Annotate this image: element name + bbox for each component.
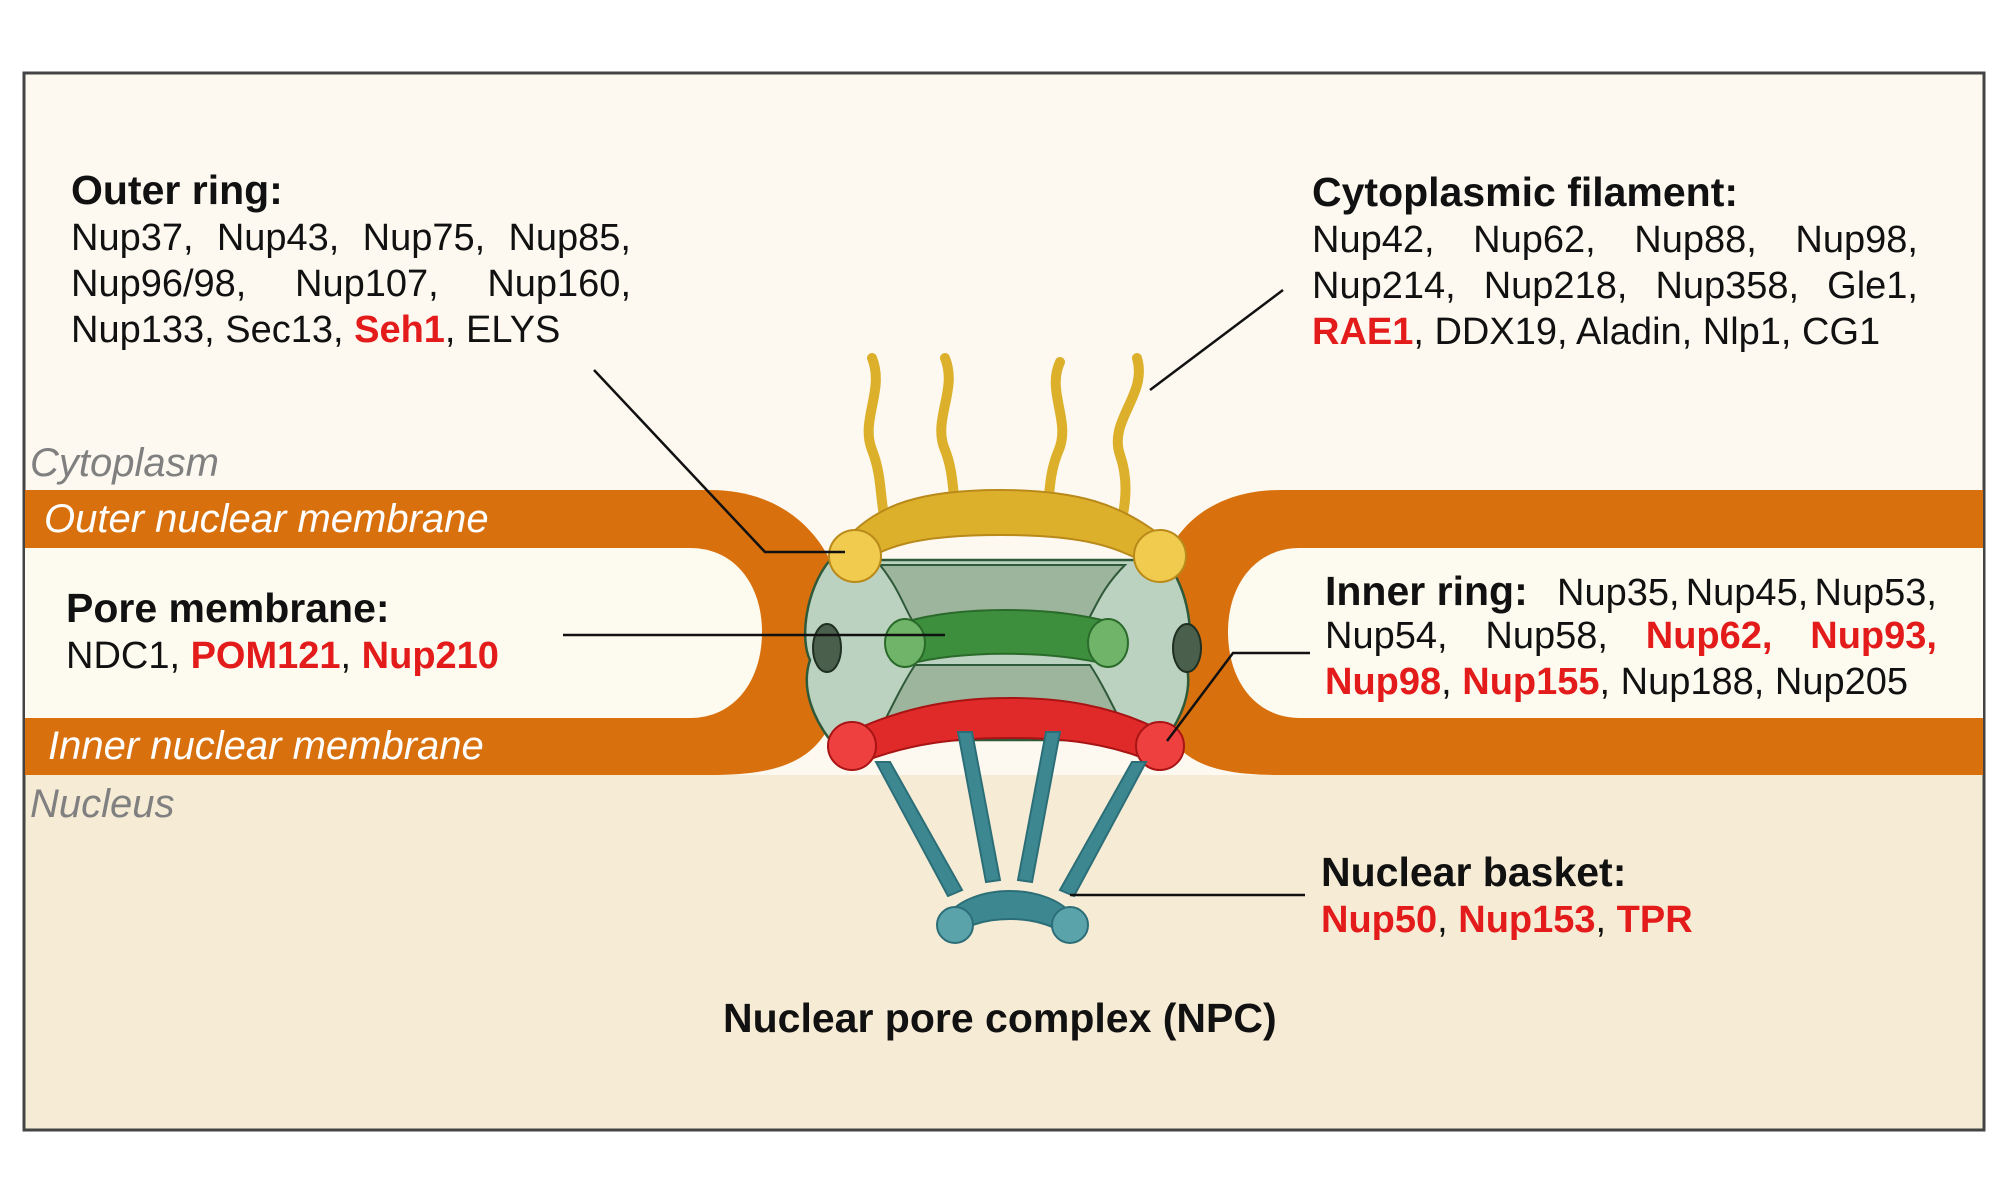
highlighted-protein-name: Nup62, [1645,615,1773,657]
protein-name: Nup54, [1325,615,1448,657]
outer-ring-line-3: Nup133, Sec13, Seh1, ELYS [71,311,631,349]
nuclear-basket-heading: Nuclear basket: [1321,849,1627,895]
protein-name: Nup96/98, [71,263,247,305]
inner-ring-heading: Inner ring: [1325,568,1528,614]
protein-name: , [1441,661,1463,703]
cytoplasmic-filament-heading: Cytoplasmic filament: [1312,169,1739,215]
highlighted-protein-name: Nup50 [1321,899,1438,941]
protein-name: Nup214, [1312,265,1456,307]
protein-name: Nup35, [1557,572,1680,614]
outer-ring-line-2: Nup96/98, Nup107, Nup160, [71,265,631,303]
highlighted-protein-name: POM121 [190,635,341,677]
nuclear-basket [874,731,1148,944]
cytoplasmic-filament-annotation: Cytoplasmic filament: Nup42, Nup62, Nup88,… [1312,169,1918,352]
basket-strand-2 [956,731,1002,884]
protein-name: NDC1, [66,635,191,677]
leader-lines [563,289,1310,897]
inner-nuclear-membrane-label: Inner nuclear membrane [48,724,484,768]
basket-ring-right-end [1051,906,1089,944]
cytoplasmic-filament-line-1: Nup42, Nup62, Nup88, Nup98, [1312,221,1918,259]
protein-name: Gle1, [1827,265,1918,307]
protein-name: , [1595,899,1617,941]
protein-name: Nup62, [1473,219,1596,261]
protein-name: , DDX19, Aladin, Nlp1, CG1 [1413,311,1881,353]
protein-name: Nup45, [1685,572,1809,614]
cytoplasmic-filament-line-2: Nup214, Nup218, Nup358, Gle1, [1312,267,1918,305]
left-transmembrane-anchor [812,623,842,673]
protein-name: , Nup188, Nup205 [1599,661,1908,703]
pore-membrane-line: NDC1, POM121, Nup210 [66,637,499,675]
right-transmembrane-anchor [1172,623,1202,673]
pore-membrane-ring-right-end [1087,618,1129,668]
outer-ring-right-end [1133,529,1187,583]
highlighted-protein-name: Nup155 [1462,661,1600,703]
protein-name: Nup218, [1483,265,1628,307]
protein-name: Nup58, [1485,615,1608,657]
right-perinuclear-space [1228,548,1983,718]
nuclear-basket-annotation: Nuclear basket: Nup50, Nup153, TPR [1321,849,1693,940]
protein-name: Nup107, [295,263,439,305]
protein-name: Nup133, Sec13, [71,309,355,351]
protein-name: Nup160, [487,263,631,305]
pore-membrane-ring-left-end [884,618,926,668]
protein-name: Nup42, [1312,219,1435,261]
protein-name: Nup37, [71,217,194,259]
nuclear-basket-line: Nup50, Nup153, TPR [1321,901,1693,939]
protein-name: Nup358, [1655,265,1800,307]
nucleus-region [25,775,1983,1129]
highlighted-protein-name: TPR [1616,899,1693,941]
protein-name: Nup75, [362,217,486,259]
cytoplasm-label: Cytoplasm [30,441,219,485]
outer-ring-line-1: Nup37, Nup43, Nup75, Nup85, [71,219,631,257]
inner-ring-left-end [827,721,877,771]
basket-strand-1 [874,761,964,898]
protein-name: Nup98, [1795,219,1918,261]
outer-ring-leader [593,369,845,554]
outer-ring-annotation: Outer ring: Nup37, Nup43, Nup75, Nup85, Nup… [71,167,631,350]
highlighted-protein-name: RAE1 [1312,311,1414,353]
filament-4 [1112,353,1144,525]
protein-name: Nup88, [1634,219,1757,261]
inner-ring-first-line: Inner ring: Nup35,Nup45,Nup53, [1325,568,1937,614]
pore-membrane-annotation: Pore membrane: NDC1, POM121, Nup210 [66,585,499,676]
inner-ring-annotation: Inner ring: Nup35,Nup45,Nup53, Nup54,Nup… [1325,568,1937,702]
outer-nuclear-membrane-label: Outer nuclear membrane [44,497,489,541]
highlighted-protein-name: Seh1 [354,309,445,351]
diagram-caption: Nuclear pore complex (NPC) [723,995,1277,1041]
basket-strand-3 [1016,731,1062,884]
inner-ring-leader [1166,651,1310,742]
filament-1 [863,353,890,525]
pore-membrane-heading: Pore membrane: [66,585,390,631]
protein-name: Nup43, [216,217,340,259]
outer-ring-left-end [828,529,882,583]
inner-ring-line-1: Nup35,Nup45,Nup53, [1557,574,1937,612]
protein-name: Nup53, [1814,572,1937,614]
cytoplasmic-filament-leader [1149,289,1284,391]
protein-name: , [340,635,362,677]
protein-name: Nup85, [508,217,631,259]
protein-name: , [1437,899,1459,941]
highlighted-protein-name: Nup153 [1458,899,1596,941]
inner-ring-line-2: Nup54, Nup58, Nup62, Nup93, [1325,617,1937,655]
inner-ring-line-3: Nup98, Nup155, Nup188, Nup205 [1325,663,1937,701]
highlighted-protein-name: Nup93, [1810,615,1937,657]
highlighted-protein-name: Nup98 [1325,661,1442,703]
outer-ring-heading: Outer ring: [71,167,283,213]
protein-name: , ELYS [444,309,561,351]
nucleus-label: Nucleus [30,782,175,826]
left-perinuclear-space [25,548,762,718]
basket-ring-left-end [936,906,974,944]
highlighted-protein-name: Nup210 [361,635,499,677]
cytoplasmic-filament-line-3: RAE1, DDX19, Aladin, Nlp1, CG1 [1312,313,1918,351]
